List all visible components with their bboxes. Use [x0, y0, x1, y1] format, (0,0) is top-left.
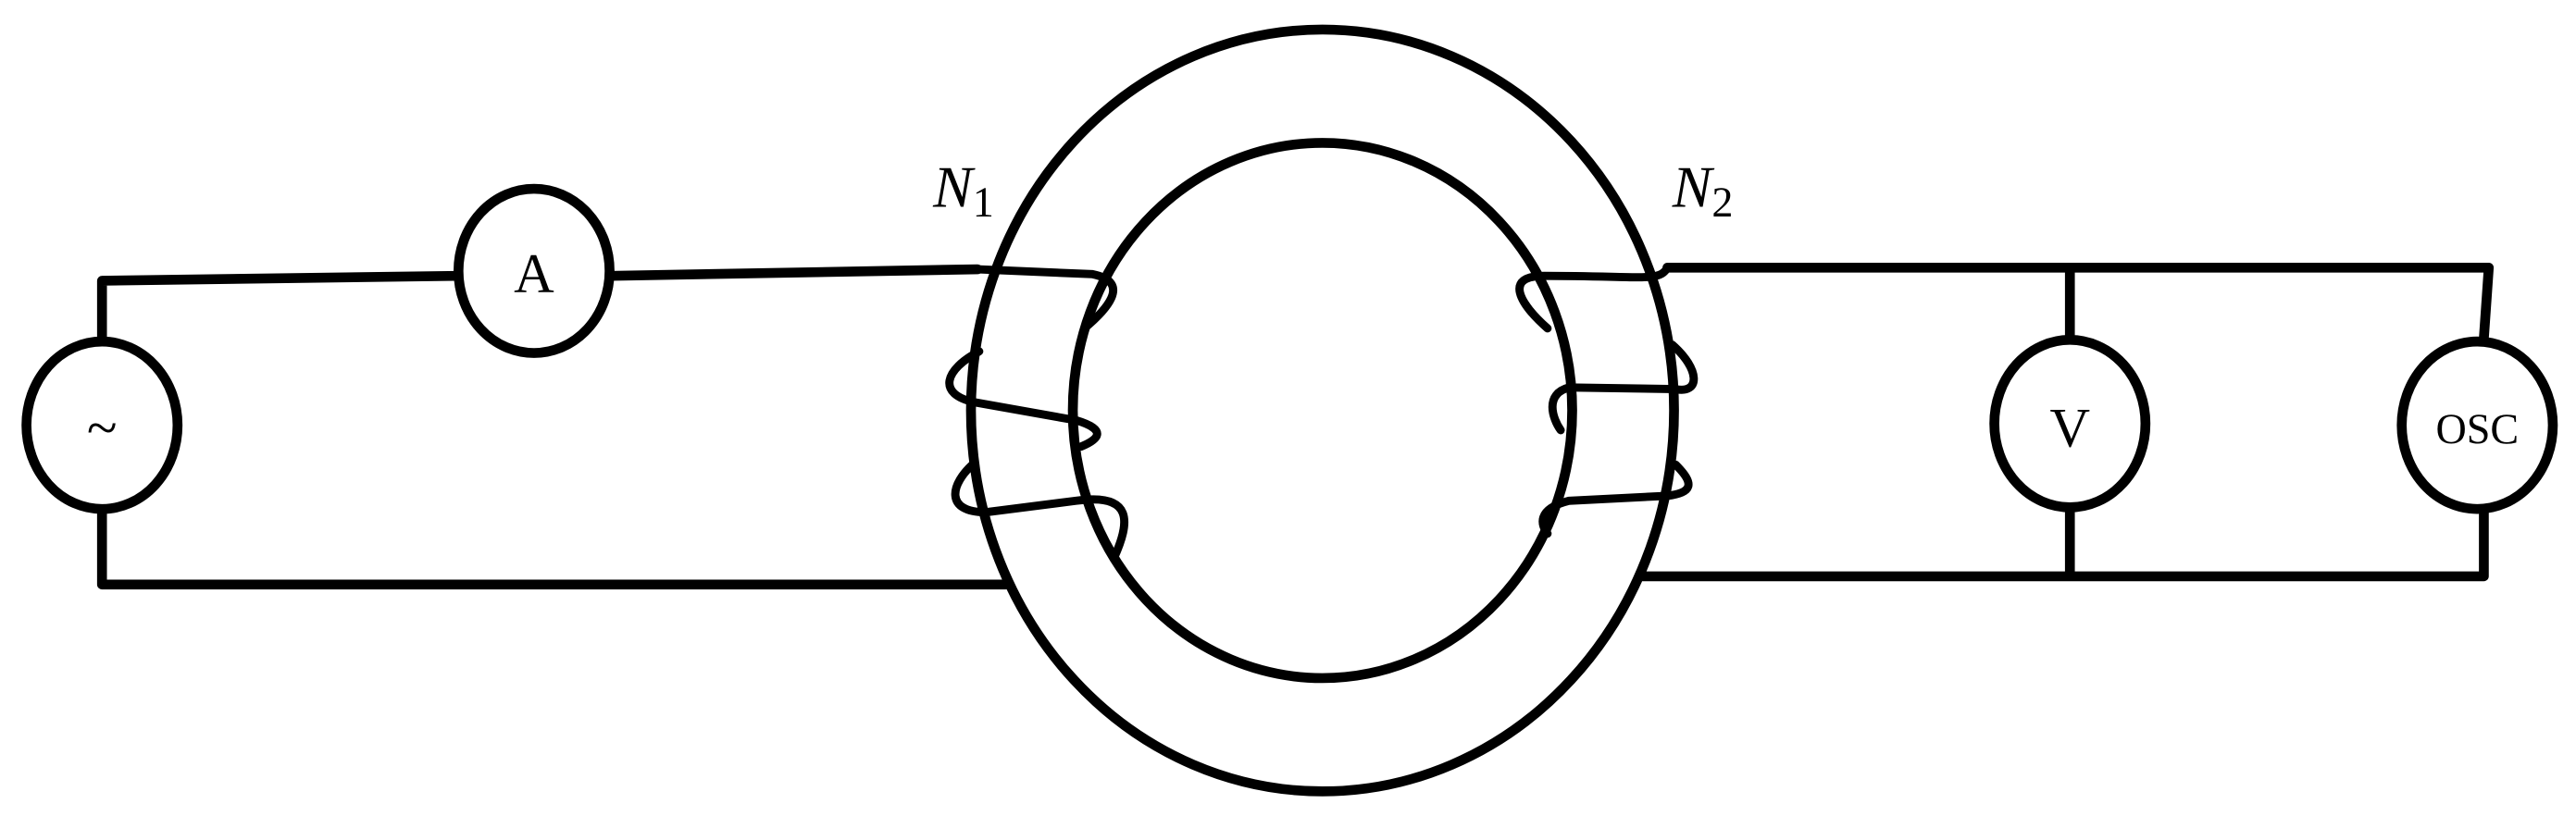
primary-coil [945, 265, 1128, 563]
secondary-top-wire [1662, 262, 2495, 343]
voltmeter-label: V [2049, 398, 2090, 460]
ac-source: ~ [21, 336, 183, 514]
voltmeter: V [1989, 335, 2151, 513]
toroid-inner-edge [1067, 138, 1577, 684]
ammeter-label: A [514, 243, 554, 305]
secondary-bottom-wire [1637, 503, 2489, 582]
primary-coil-label: N1 [932, 155, 994, 227]
primary-top-wire [96, 264, 983, 345]
primary-bottom-wire [96, 505, 1011, 590]
secondary-coil-label-sub: 2 [1711, 179, 1733, 226]
ac-source-circle [21, 336, 183, 514]
primary-coil-label-main: N [932, 155, 976, 220]
voltmeter-circle [1989, 335, 2151, 513]
primary-coil-label-sub: 1 [973, 179, 994, 226]
secondary-coil [1515, 263, 1699, 538]
ammeter-circle [453, 183, 615, 358]
toroid-outer-edge [965, 24, 1679, 797]
secondary-coil-label: N2 [1672, 155, 1734, 227]
oscilloscope: OSC [2396, 336, 2558, 514]
oscilloscope-circle [2396, 336, 2558, 514]
oscilloscope-label: OSC [2435, 405, 2519, 452]
secondary-coil-label-main: N [1672, 155, 1715, 220]
ac-source-symbol: ~ [87, 398, 118, 460]
ammeter: A [453, 183, 615, 358]
